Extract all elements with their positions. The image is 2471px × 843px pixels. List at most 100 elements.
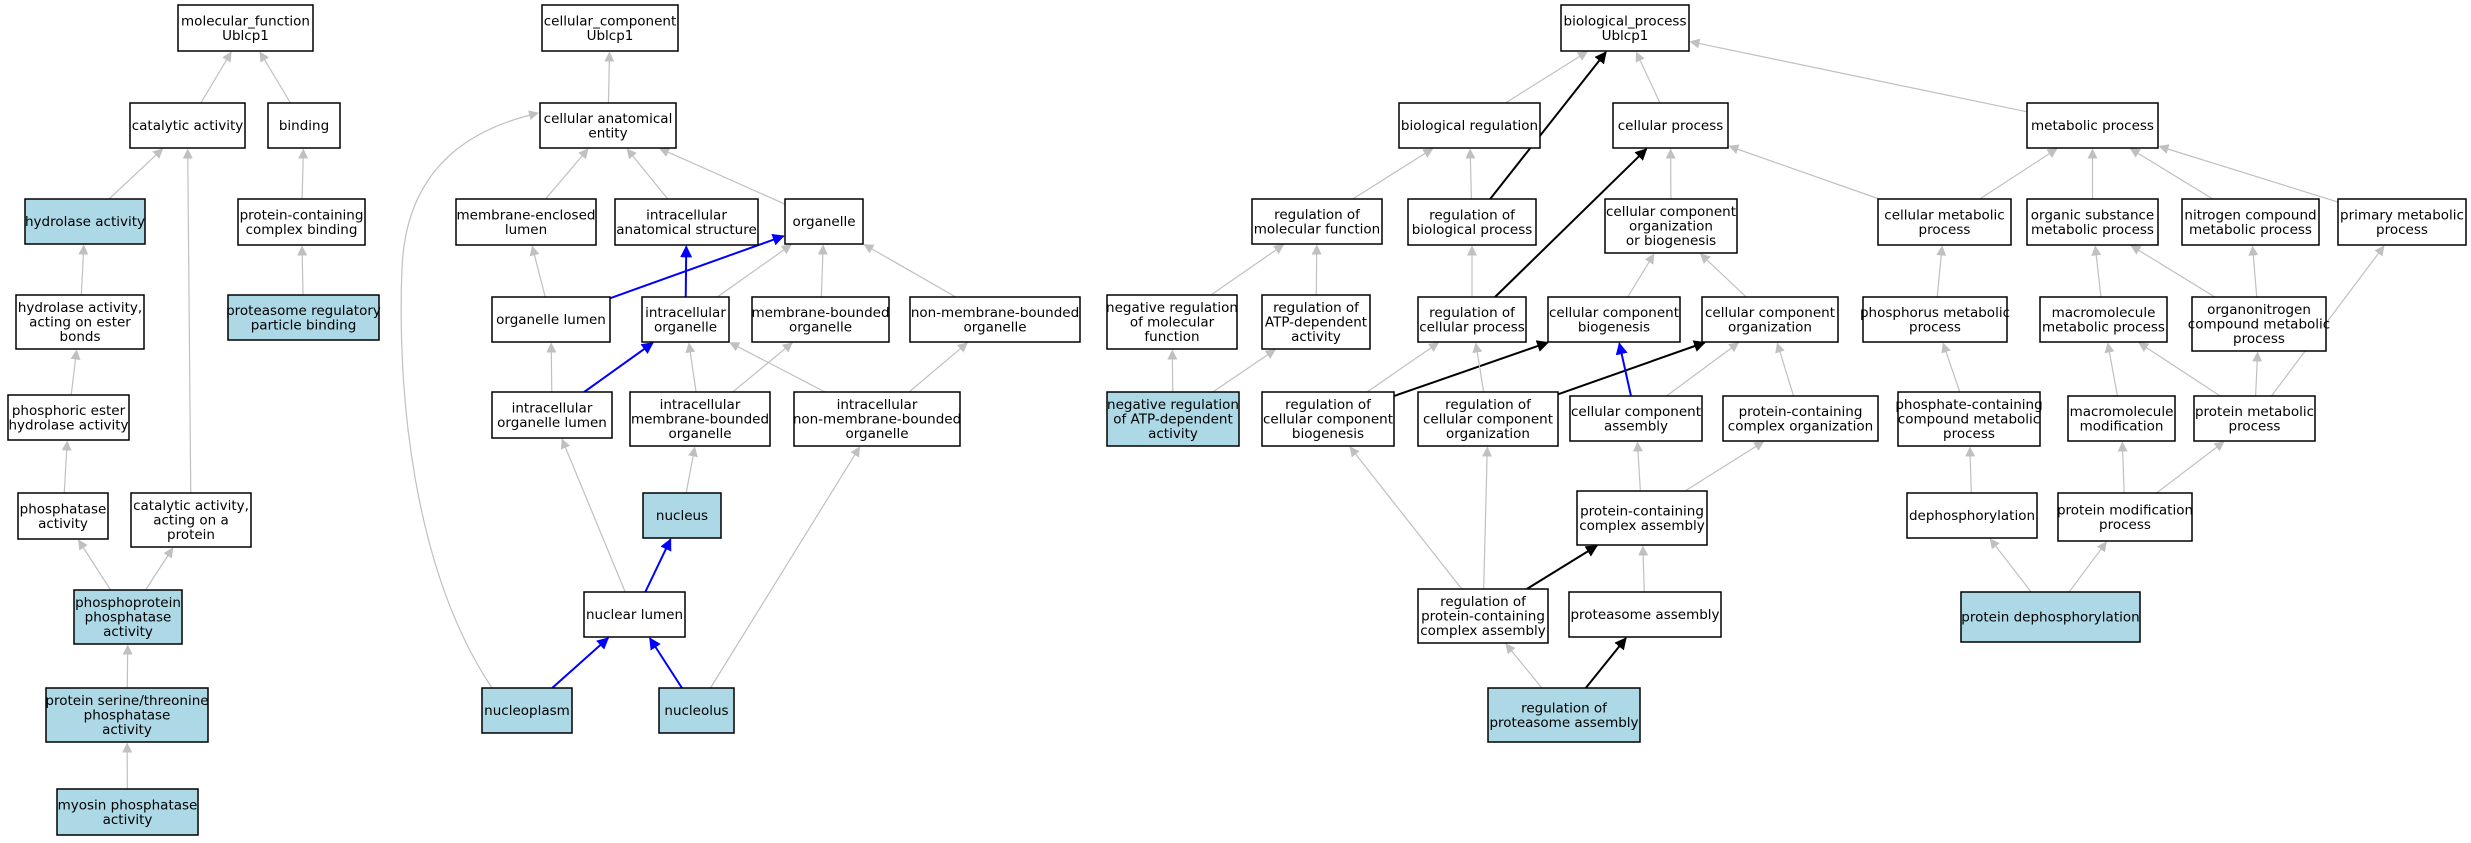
node-label-regmf-line-0: regulation of	[1274, 207, 1361, 223]
go-term-node-nucleolus[interactable]: nucleolus	[658, 687, 735, 734]
go-term-node-metproc[interactable]: metabolic process	[2026, 102, 2159, 149]
go-term-node-cellproc[interactable]: cellular process	[1612, 102, 1729, 149]
edge-protmp-to-oncmp	[2252, 351, 2263, 397]
node-label-osmp-line-1: metabolic process	[2031, 222, 2154, 238]
node-label-cae-line-0: cellular anatomical	[544, 111, 673, 127]
node-label-oncmp-line-2: process	[2233, 331, 2285, 347]
edge-ppase-to-phosph	[78, 539, 112, 591]
edge-negregmf-to-regmf	[1210, 244, 1285, 296]
go-term-node-nuclum[interactable]: nuclear lumen	[583, 591, 686, 638]
edge-mbo-to-org	[817, 244, 828, 298]
node-box-protmod	[2057, 492, 2193, 542]
node-label-regpcca-line-0: regulation of	[1440, 594, 1527, 610]
node-label-cae-line-1: entity	[588, 125, 627, 141]
node-label-ccob-line-0: cellular component	[1606, 204, 1736, 220]
go-term-node-nucleoplasm[interactable]: nucleoplasm	[481, 687, 573, 734]
go-term-node-hydro[interactable]: hydrolase activity	[24, 198, 146, 245]
go-term-node-bioreg[interactable]: biological regulation	[1398, 102, 1541, 149]
edge-protdephos-to-protmod	[2068, 541, 2107, 593]
node-label-metproc-line-0: metabolic process	[2031, 118, 2154, 134]
edge-cat-to-mf	[200, 51, 232, 104]
edge-dephos-to-pccmp	[1965, 446, 1976, 494]
node-box-nuclum	[583, 591, 686, 638]
node-label-ncmp-line-0: nitrogen compound	[2184, 207, 2316, 223]
go-term-node-inmbo[interactable]: intracellularnon-membrane-boundedorganel…	[793, 391, 961, 447]
go-term-node-proteasome[interactable]: proteasome assembly	[1568, 591, 1722, 638]
node-box-cca	[1569, 395, 1703, 442]
edge-imbo-to-mbo	[732, 342, 793, 393]
node-label-regproteasome-line-1: proteasome assembly	[1489, 715, 1638, 731]
node-box-metproc	[2026, 102, 2159, 149]
go-term-node-protdephos[interactable]: protein dephosphorylation	[1960, 591, 2141, 643]
go-term-node-nucleus[interactable]: nucleus	[642, 492, 722, 539]
go-term-node-stpase[interactable]: protein serine/threoninephosphataseactiv…	[45, 687, 209, 743]
node-label-ccbio-line-0: cellular component	[1549, 305, 1679, 321]
edge-iorg-to-ias	[680, 245, 693, 298]
edge-pcca-to-pcco	[1684, 441, 1765, 492]
node-box-mel	[455, 198, 597, 246]
node-label-pcco-line-1: complex organization	[1728, 418, 1873, 434]
edge-bioreg-to-bp	[1505, 51, 1588, 104]
edge-nucleolus-to-inmbo	[709, 446, 861, 689]
node-label-mbo-line-1: organelle	[789, 319, 852, 335]
go-term-node-org[interactable]: organelle	[784, 198, 864, 245]
node-label-negregmf-line-2: function	[1144, 329, 1199, 345]
go-term-node-orglum[interactable]: organelle lumen	[491, 296, 611, 343]
node-box-ccorg	[1701, 296, 1839, 343]
go-term-node-bind[interactable]: binding	[267, 102, 341, 149]
node-label-regcco-line-1: cellular component	[1423, 412, 1553, 428]
node-label-regcco-line-0: regulation of	[1445, 397, 1532, 413]
edge-cellmet-to-cellproc	[1728, 144, 1880, 200]
edge-pcco-to-ccorg	[1775, 342, 1795, 397]
go-term-node-dephos[interactable]: dephosphorylation	[1906, 492, 2038, 539]
edge-regpcca-to-regccb	[1349, 446, 1463, 590]
go-term-node-cat[interactable]: catalytic activity	[129, 102, 246, 149]
